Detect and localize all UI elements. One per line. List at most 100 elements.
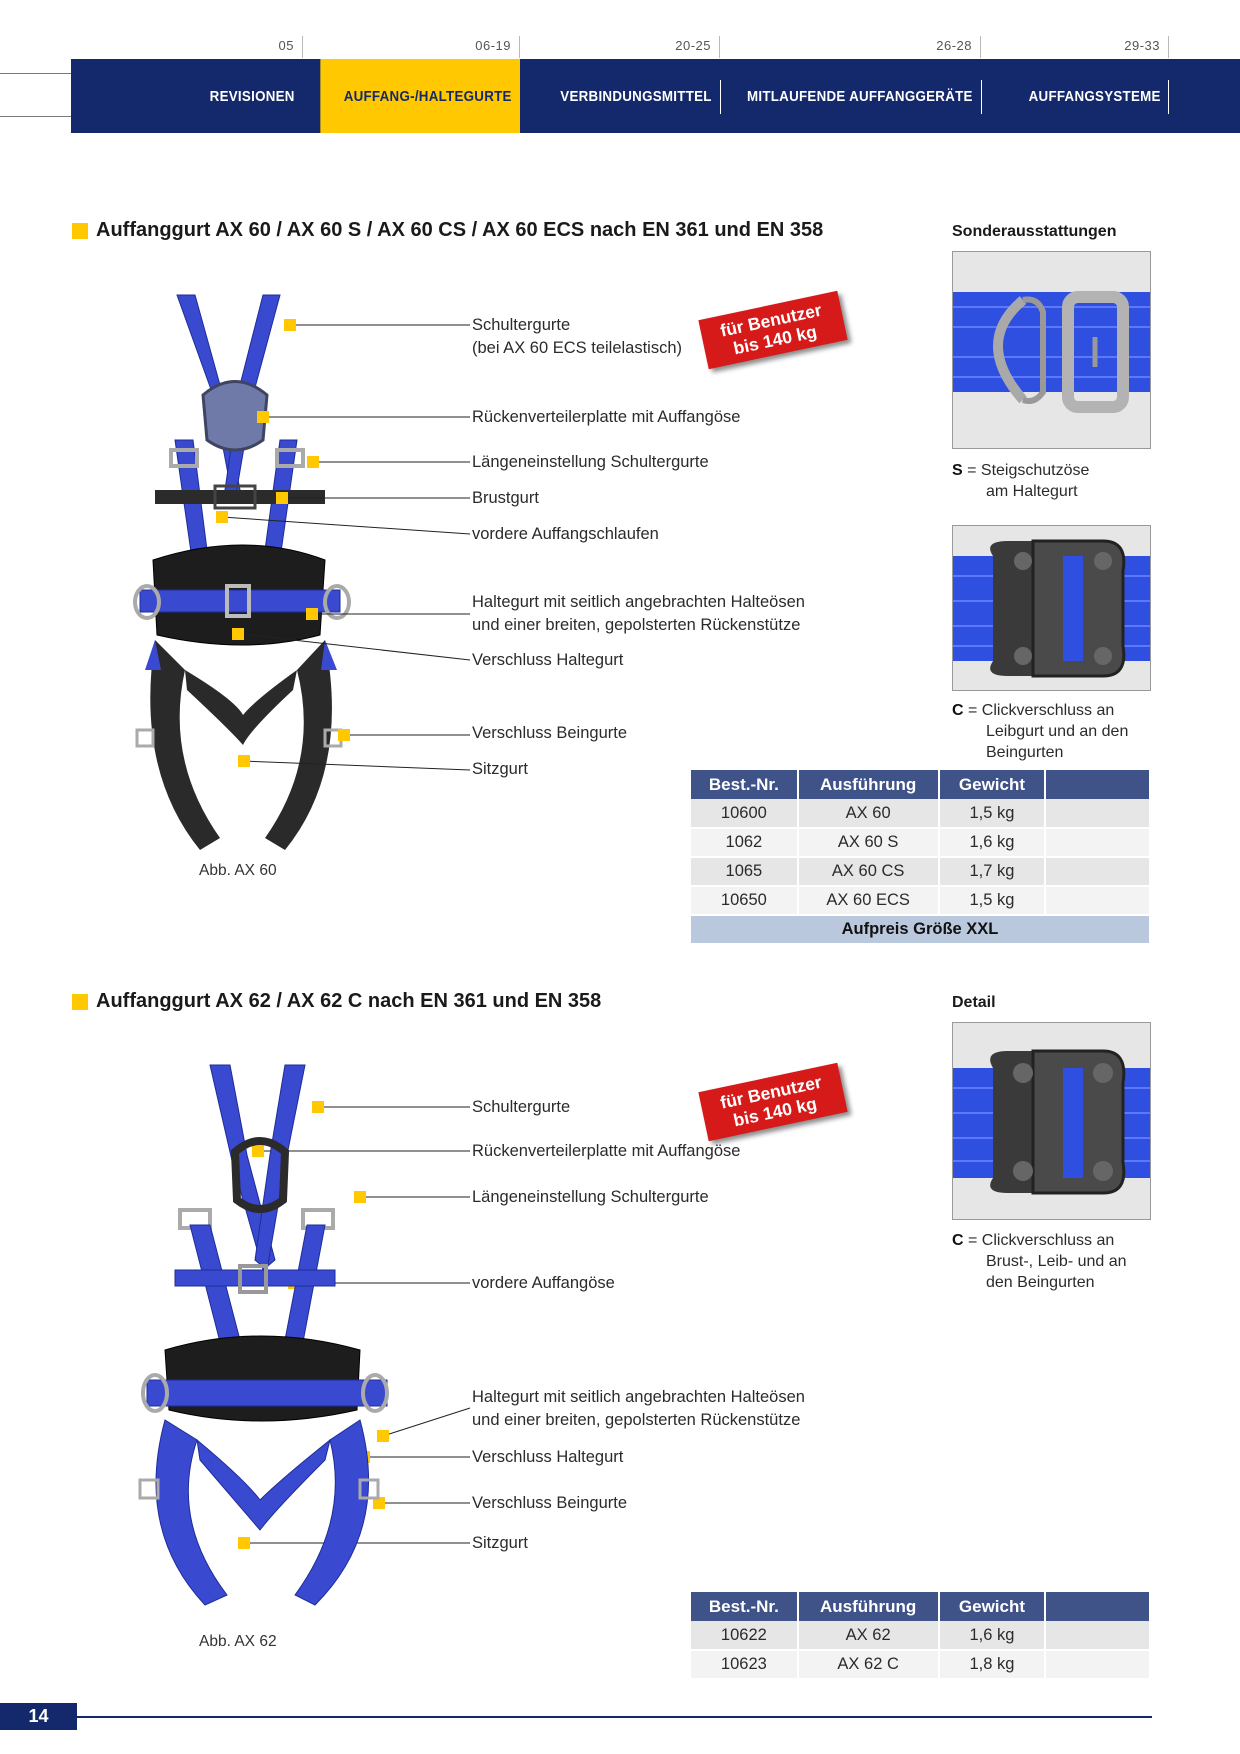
heading-bullet (72, 994, 88, 1010)
cell-extra (1045, 1621, 1151, 1651)
section2-caption: Abb. AX 62 (199, 1633, 277, 1650)
section1-title: Auffanggurt AX 60 / AX 60 S / AX 60 CS /… (96, 219, 824, 241)
callout-verschluss-haltegurt: Verschluss Haltegurt (472, 651, 624, 669)
cell-gewicht: 1,8 kg (938, 1650, 1047, 1680)
cell-gewicht: 1,7 kg (938, 857, 1047, 887)
callout-verschluss-beingurte: Verschluss Beingurte (472, 724, 628, 742)
tab-auffang-haltegurte[interactable]: AUFFANG-/HALTEGURTE (320, 59, 520, 133)
cell-ausfuehrung: AX 60 S (797, 828, 940, 858)
note-c-line1: = Clickverschluss an (963, 702, 1115, 719)
cell-gewicht: 1,6 kg (938, 828, 1047, 858)
table-row: 1062 AX 60 S 1,6 kg (691, 828, 1151, 858)
col-best-nr: Best.-Nr. (691, 770, 799, 799)
callout-rueckenverteilerplatte: Rückenverteilerplatte mit Auffangöse (472, 408, 741, 426)
callout-haltegurt-line2: und einer breiten, gepolsterten Rückenst… (472, 1411, 801, 1429)
cell-gewicht: 1,6 kg (938, 1621, 1047, 1651)
user-weight-badge: für Benutzer bis 140 kg (698, 1062, 848, 1142)
note-c-section2: C = Clickverschluss an Brust-, Leib- und… (952, 1230, 1127, 1293)
cell-best-nr: 10622 (691, 1621, 799, 1651)
callout-verschluss-beingurte: Verschluss Beingurte (472, 1494, 628, 1512)
callout-sitzgurt: Sitzgurt (472, 1534, 528, 1552)
table-row: 10650 AX 60 ECS 1,5 kg (691, 886, 1151, 916)
note-s-line1: = Steigschutzöse (962, 462, 1090, 479)
tab-mitlaufende-auffanggeraete[interactable]: MITLAUFENDE AUFFANGGERÄTE (746, 89, 973, 105)
note-c-key: C (952, 1232, 964, 1249)
callout-sitzgurt: Sitzgurt (472, 760, 528, 778)
note-c-line1: = Clickverschluss an (963, 1232, 1115, 1249)
section2-title: Auffanggurt AX 62 / AX 62 C nach EN 361 … (96, 990, 602, 1012)
cell-gewicht: 1,5 kg (938, 886, 1047, 916)
note-s-key: S (952, 462, 963, 479)
nav-separator (1168, 80, 1169, 114)
note-c-key: C (952, 702, 964, 719)
cell-extra (1045, 799, 1151, 829)
photo-steigschutzoese (952, 251, 1151, 449)
cell-gewicht: 1,5 kg (938, 799, 1047, 829)
col-ausfuehrung: Ausführung (797, 1592, 940, 1621)
table-row: 10623 AX 62 C 1,8 kg (691, 1650, 1151, 1680)
callout-brustgurt: Brustgurt (472, 489, 539, 507)
page-range-revisionen: 05 (205, 36, 303, 58)
heading-bullet (72, 223, 88, 239)
note-c-line2: Leibgurt und an den (986, 723, 1129, 740)
harness-ax60-image (125, 290, 365, 850)
product-table-ax62: Best.-Nr. Ausführung Gewicht 10622 AX 62… (691, 1592, 1151, 1680)
cell-ausfuehrung: AX 60 (797, 799, 940, 829)
callout-verschluss-haltegurt: Verschluss Haltegurt (472, 1448, 624, 1466)
callout-laengeneinstellung: Längeneinstellung Schultergurte (472, 1188, 709, 1206)
callout-vordere-auffangoese: vordere Auffangöse (472, 1274, 615, 1292)
photo-clickverschluss-detail (952, 1022, 1151, 1220)
page-range-mitlaufend: 26-28 (720, 36, 981, 58)
tab-auffangsysteme[interactable]: AUFFANGSYSTEME (1028, 89, 1161, 105)
user-weight-badge: für Benutzer bis 140 kg (698, 290, 848, 370)
col-best-nr: Best.-Nr. (691, 1592, 799, 1621)
cell-aufpreis-xxl: Aufpreis Größe XXL (691, 915, 1151, 945)
harness-ax62-image (135, 1060, 415, 1620)
callout-rueckenverteilerplatte: Rückenverteilerplatte mit Auffangöse (472, 1142, 741, 1160)
table-row-extra: Aufpreis Größe XXL (691, 915, 1151, 945)
footer-rule (77, 1716, 1152, 1718)
note-c-line3: Beingurten (986, 744, 1064, 761)
nav-separator (981, 80, 982, 114)
col-gewicht: Gewicht (938, 1592, 1047, 1621)
callout-haltegurt-line1: Haltegurt mit seitlich angebrachten Halt… (472, 593, 805, 611)
photo-clickverschluss (952, 525, 1151, 691)
callout-schultergurte-note: (bei AX 60 ECS teilelastisch) (472, 339, 683, 357)
tab-verbindungsmittel[interactable]: VERBINDUNGSMITTEL (560, 89, 712, 105)
table-row: 10622 AX 62 1,6 kg (691, 1621, 1151, 1651)
section1-caption: Abb. AX 60 (199, 862, 277, 879)
col-gewicht: Gewicht (938, 770, 1047, 799)
section1-side-title: Sonderausstattungen (952, 223, 1117, 240)
note-s: S = Steigschutzöse am Haltegurt (952, 460, 1089, 502)
cell-extra (1045, 828, 1151, 858)
cell-extra (1045, 857, 1151, 887)
table-header-row: Best.-Nr. Ausführung Gewicht (691, 1592, 1151, 1621)
cell-extra (1045, 1650, 1151, 1680)
left-rule-bottom (0, 116, 71, 117)
note-s-line2: am Haltegurt (986, 483, 1078, 500)
cell-ausfuehrung: AX 62 (797, 1621, 940, 1651)
cell-best-nr: 1065 (691, 857, 799, 887)
page-range-auffang: 06-19 (303, 36, 520, 58)
cell-ausfuehrung: AX 60 ECS (797, 886, 940, 916)
col-extra (1045, 1592, 1151, 1621)
callout-schultergurte: Schultergurte (472, 316, 571, 334)
cell-best-nr: 1062 (691, 828, 799, 858)
cell-extra (1045, 886, 1151, 916)
note-c-section1: C = Clickverschluss an Leibgurt und an d… (952, 700, 1128, 763)
table-row: 10600 AX 60 1,5 kg (691, 799, 1151, 829)
left-rule-top (0, 73, 71, 74)
col-extra (1045, 770, 1151, 799)
page-number: 14 (0, 1703, 77, 1730)
callout-laengeneinstellung: Längeneinstellung Schultergurte (472, 453, 709, 471)
note-c-line3: den Beingurten (986, 1274, 1095, 1291)
cell-best-nr: 10650 (691, 886, 799, 916)
tab-revisionen[interactable]: REVISIONEN (209, 89, 295, 105)
top-nav-bar (71, 59, 1240, 133)
note-c-line2: Brust-, Leib- und an (986, 1253, 1127, 1270)
page-range-systeme: 29-33 (981, 36, 1169, 58)
cell-best-nr: 10600 (691, 799, 799, 829)
table-row: 1065 AX 60 CS 1,7 kg (691, 857, 1151, 887)
section2-side-title: Detail (952, 994, 996, 1011)
cell-ausfuehrung: AX 62 C (797, 1650, 940, 1680)
